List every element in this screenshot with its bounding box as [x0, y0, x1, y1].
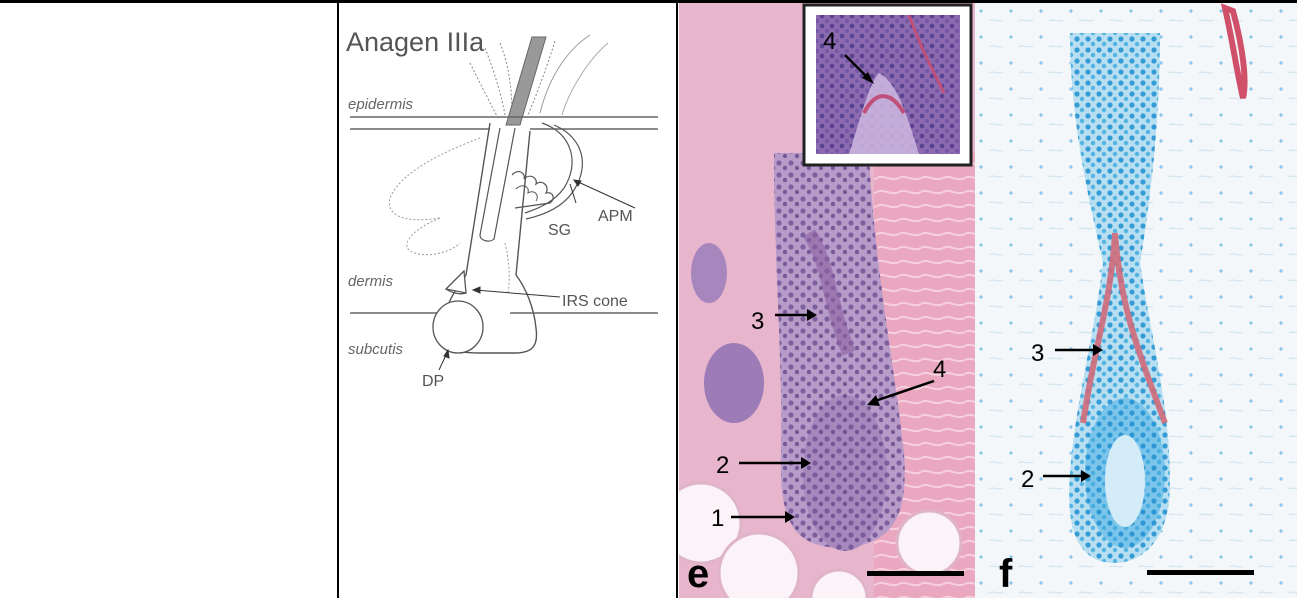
dotted-lobe-2: [406, 217, 461, 256]
arrow-4: [867, 395, 880, 406]
marker-2: 2: [716, 452, 729, 479]
label-dp: DP: [422, 373, 444, 390]
irs-cone-he: [803, 229, 856, 356]
irs-cone-arrow: [474, 289, 561, 298]
scale-bar-e: [867, 571, 964, 576]
inset-arrow-4: [862, 72, 874, 84]
panel-letter-e: e: [687, 552, 709, 596]
marker-4: 4: [933, 356, 946, 383]
inset-bulb: [849, 73, 919, 154]
side-gland: [704, 343, 764, 423]
label-epidermis: epidermis: [348, 96, 414, 113]
dermal-papilla: [432, 300, 484, 354]
marker-1: 1: [711, 505, 724, 532]
panel-letter-f: f: [999, 552, 1013, 596]
shaft-curve: [539, 34, 591, 114]
fat-cell: [809, 568, 869, 598]
blood-vessel: [1220, 3, 1248, 99]
arrow-3-f: [1093, 344, 1103, 356]
hair-shaft: [505, 36, 547, 126]
panel-e-micrograph: 4 3 4 2 1 e: [679, 3, 975, 598]
marker-3-f: 3: [1031, 340, 1044, 367]
label-dermis: dermis: [348, 273, 394, 290]
label-sg: SG: [548, 222, 571, 239]
marker-2-f: 2: [1021, 466, 1034, 493]
fat-cell: [895, 509, 963, 577]
fat-cell: [717, 531, 801, 598]
arrow-1: [785, 511, 795, 523]
alcian-papilla: [1105, 435, 1145, 527]
apm-muscle: [524, 122, 573, 214]
inset-elastic: [862, 94, 906, 115]
arrow-2-f: [1081, 470, 1091, 482]
shaft-curve-2: [561, 42, 609, 116]
sg-arrow: [569, 183, 577, 204]
side-gland-upper: [691, 243, 727, 303]
frame-line-left: [337, 0, 339, 598]
dotted-lobe-1: [388, 137, 481, 221]
apm-muscle-2: [525, 124, 583, 220]
arrow-3: [807, 309, 817, 321]
inset-marker-4: 4: [823, 28, 836, 55]
frame-line-middle: [676, 0, 678, 598]
sebaceous-gland-inner: [515, 185, 538, 202]
label-apm: APM: [598, 208, 633, 225]
fat-cell: [679, 481, 743, 565]
arrow-2: [801, 457, 811, 469]
label-irs-cone: IRS cone: [562, 293, 628, 310]
apm-arrow: [575, 180, 636, 209]
label-subcutis: subcutis: [348, 341, 404, 358]
anagen-diagram: Anagen IIIa epidermis dermis subcutis: [346, 27, 658, 390]
inner-sheath: [479, 127, 516, 242]
elastic-cone: [1080, 232, 1168, 425]
diagram-title: Anagen IIIa: [346, 27, 485, 57]
top-border: [0, 0, 1297, 3]
scale-bar-f: [1147, 570, 1254, 575]
dotted-lobe-3: [504, 242, 510, 294]
marker-3: 3: [751, 308, 764, 335]
panel-f-micrograph: 3 2 f: [975, 3, 1297, 598]
sebaceous-gland: [511, 171, 554, 209]
irs-cone-shape: [444, 269, 467, 294]
